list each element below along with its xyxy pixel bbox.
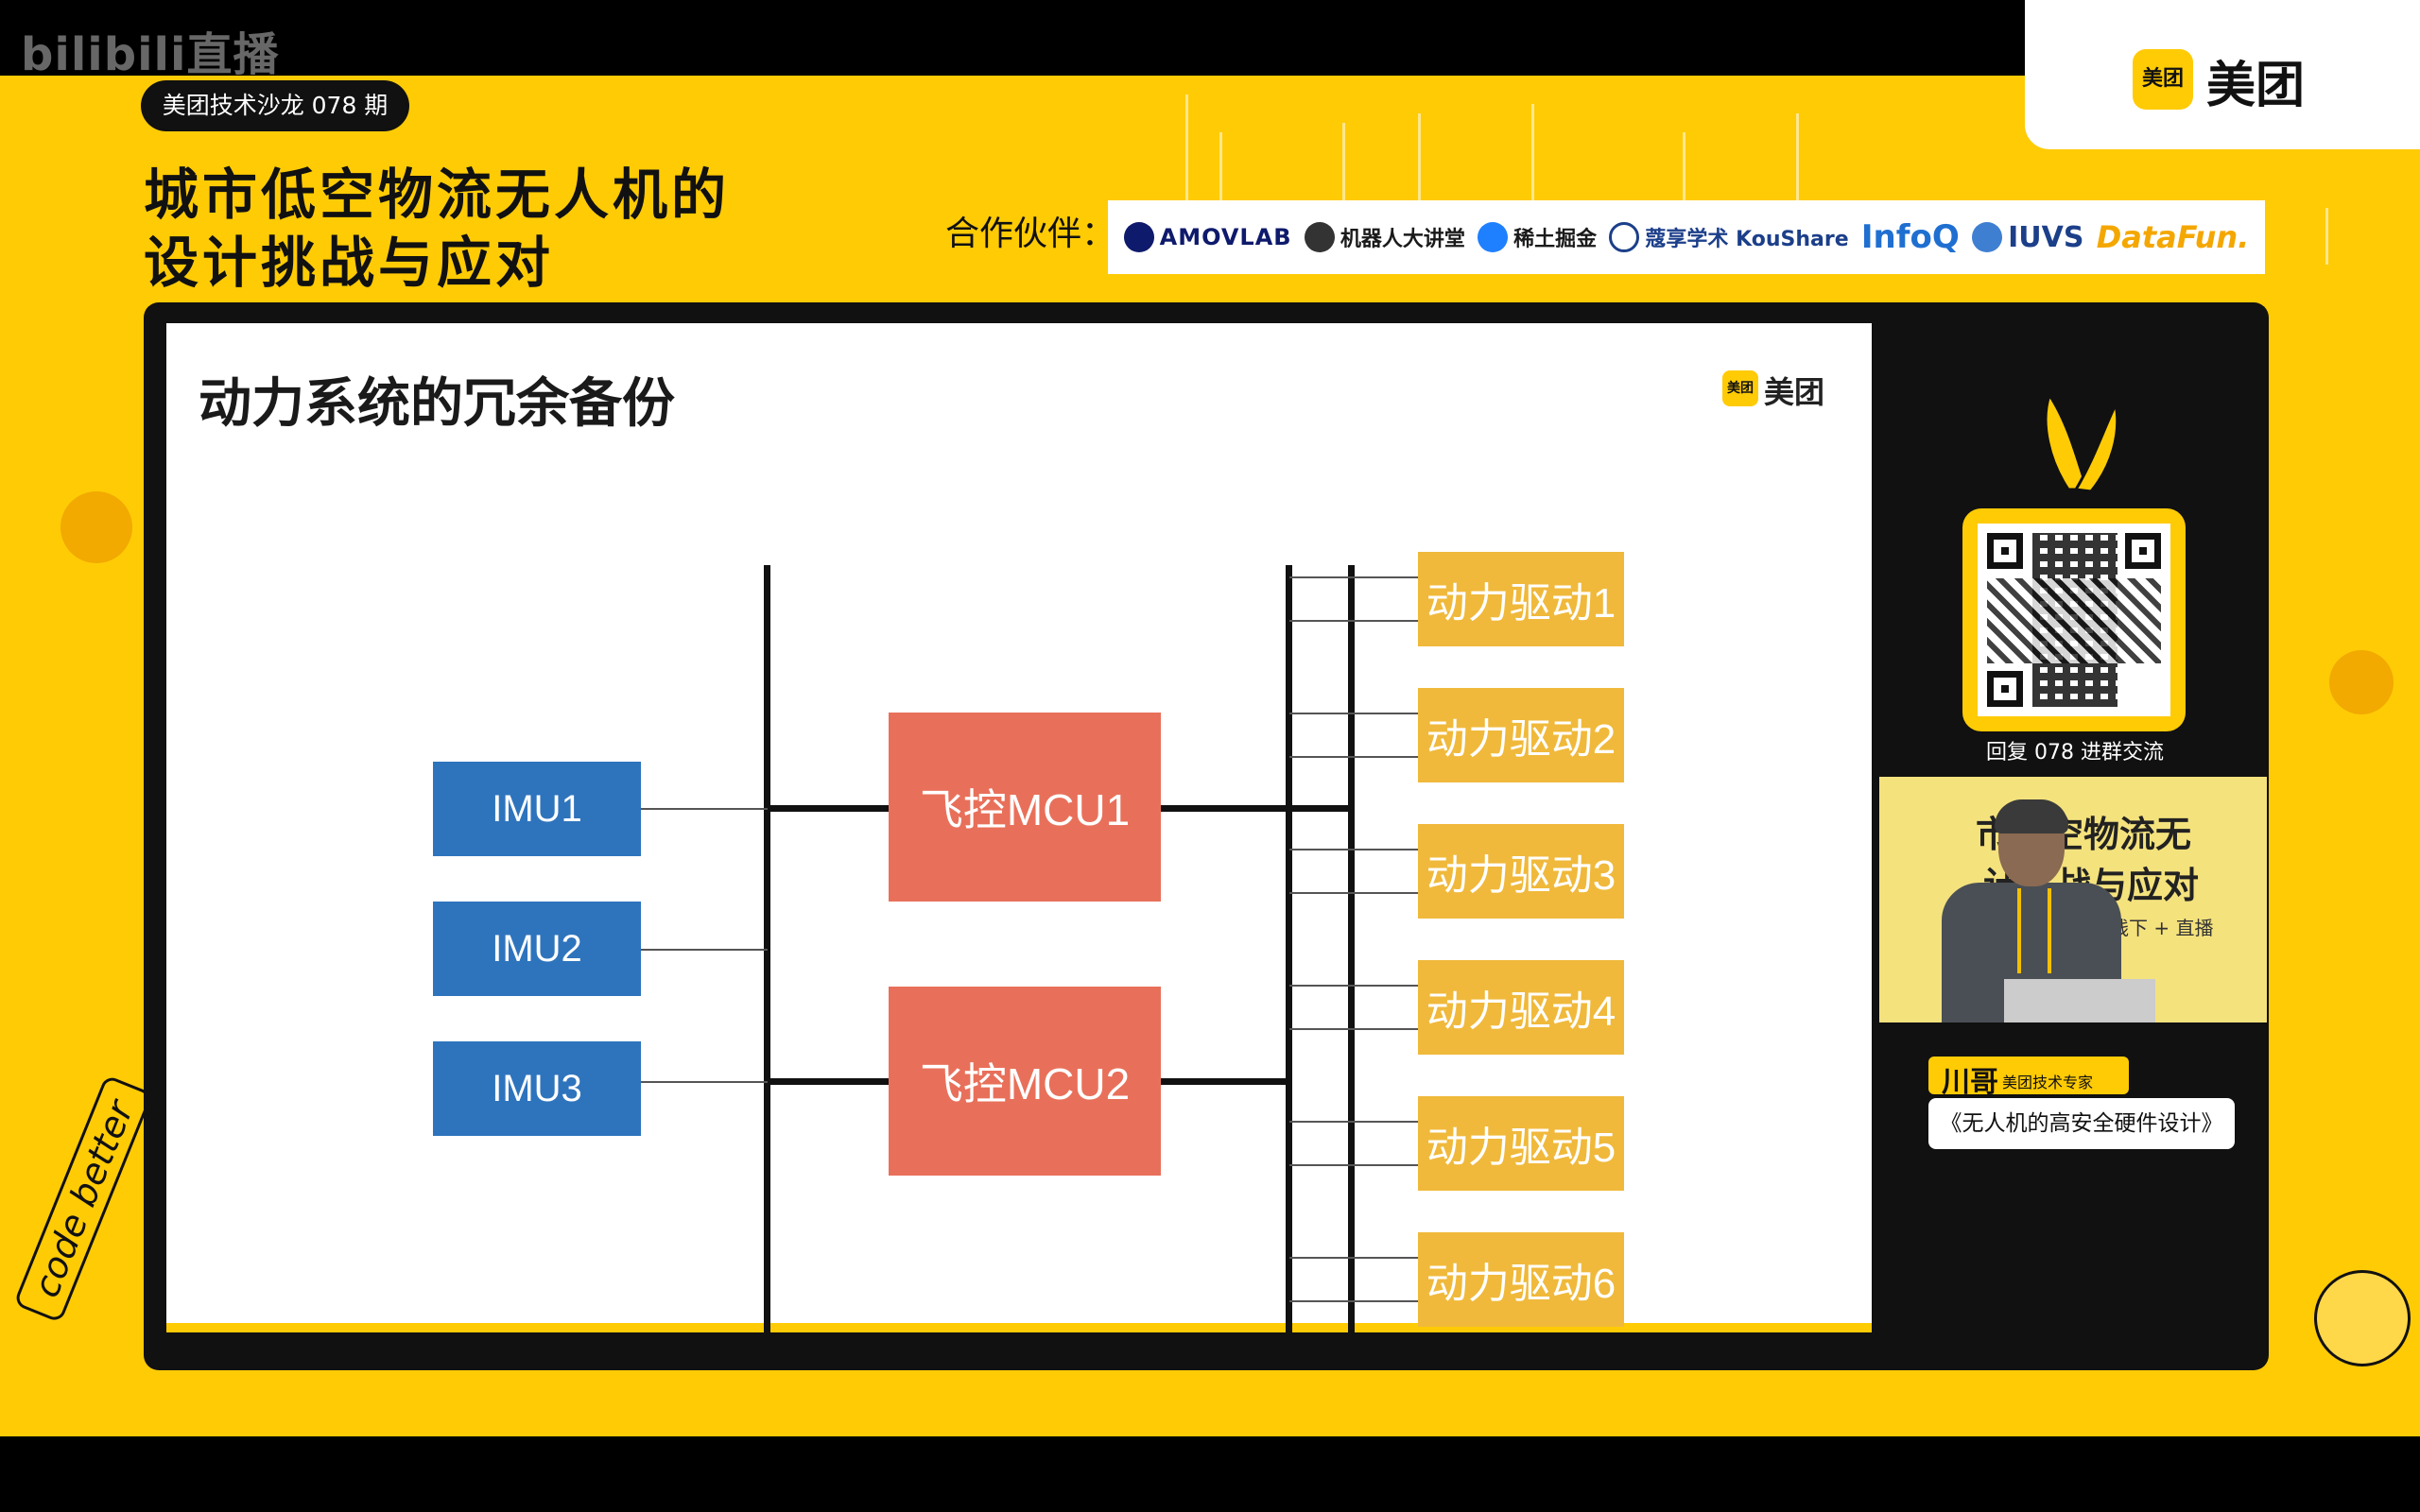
talk-title: 《无人机的高安全硬件设计》: [1928, 1098, 2235, 1149]
decor-line: [1683, 132, 1685, 246]
qr-caption: 回复 078 进群交流: [1986, 741, 2164, 765]
imu2-box: IMU2: [433, 902, 641, 996]
mascot-corner-icon: [2314, 1270, 2411, 1366]
imu1-link: [641, 808, 768, 810]
bilibili-live-watermark: bilibili直播: [21, 28, 280, 81]
event-title: 城市低空物流无人机的 设计挑战与应对: [144, 161, 730, 297]
bus-line-right-b: [1348, 565, 1355, 1334]
qr-finder-icon: [1987, 533, 2023, 569]
amovlab-icon: [1123, 222, 1154, 252]
speaker-role: 美团技术专家: [2002, 1074, 2094, 1091]
decor-line: [1342, 123, 1345, 246]
decor-orb: [2329, 650, 2394, 714]
bus-line-right-a: [1286, 565, 1292, 1334]
qr-code[interactable]: [1978, 524, 2170, 716]
juejin-icon: [1478, 222, 1509, 252]
decor-line: [1185, 94, 1188, 246]
drive-link: [1289, 1300, 1418, 1302]
meituan-logo-icon: 美团: [2133, 49, 2193, 110]
mcu2-right-link: [1161, 1078, 1289, 1085]
partner-juejin: 稀土掘金: [1478, 222, 1597, 252]
decor-orb: [60, 491, 132, 563]
imu3-box: IMU3: [433, 1041, 641, 1136]
drive-link: [1289, 756, 1418, 758]
partner-iuvs: IUVS: [1972, 221, 2083, 254]
mcu1-right-link: [1161, 805, 1354, 812]
drive-link: [1289, 985, 1418, 987]
koushare-icon: [1609, 222, 1640, 252]
partner-koushare: 蔻享学术 KouShare: [1609, 222, 1849, 252]
globe-icon: [1972, 222, 2003, 252]
partner-datafun: DataFun.: [2096, 219, 2250, 255]
flight-mcu1-box: 飞控MCU1: [889, 713, 1161, 902]
imu3-link: [641, 1081, 768, 1083]
drive-link: [1289, 1028, 1418, 1030]
partner-infoq: InfoQ: [1860, 218, 1960, 256]
decor-line: [1531, 104, 1534, 265]
slide-accent-bar: [166, 1323, 1872, 1332]
power-drive2-box: 动力驱动2: [1418, 688, 1624, 782]
partner-logo-strip: AMOVLAB 机器人大讲堂 稀土掘金 蔻享学术 KouShare InfoQ …: [1108, 200, 2265, 274]
event-title-line1: 城市低空物流无人机的: [144, 163, 731, 227]
mcu1-left-link: [768, 805, 890, 812]
speaker-name-tag: [1928, 1057, 2129, 1094]
meituan-brand-name: 美团: [2206, 58, 2306, 114]
power-drive4-box: 动力驱动4: [1418, 960, 1624, 1055]
qr-finder-icon: [2125, 533, 2161, 569]
speaker-hair: [1995, 799, 2068, 833]
brand-card: [2025, 0, 2420, 149]
slide-meituan-text: 美团: [1764, 374, 1825, 410]
partners-label: 合作伙伴：: [945, 215, 1116, 253]
partner-robot-lecture: 机器人大讲堂: [1304, 222, 1465, 252]
drive-link: [1289, 1257, 1418, 1259]
power-drive1-box: 动力驱动1: [1418, 552, 1624, 646]
imu1-box: IMU1: [433, 762, 641, 856]
imu2-link: [641, 949, 768, 951]
podium: [2004, 979, 2155, 1022]
partner-amovlab: AMOVLAB: [1123, 222, 1292, 252]
qr-pattern: [1987, 578, 2161, 663]
drive-link: [1289, 892, 1418, 894]
decor-line: [2325, 208, 2328, 265]
drive-link: [1289, 713, 1418, 714]
drive-link: [1289, 1164, 1418, 1166]
drive-link: [1289, 1121, 1418, 1123]
salon-episode-badge: 美团技术沙龙 078 期: [144, 83, 406, 129]
slide-title: 动力系统的冗余备份: [199, 373, 675, 435]
decor-line: [1796, 113, 1799, 255]
decor-line: [1418, 113, 1421, 265]
slide-meituan-icon: 美团: [1722, 370, 1758, 406]
decor-line: [1219, 132, 1222, 246]
drive-link: [1289, 849, 1418, 850]
mascot-ears-icon: [2044, 391, 2119, 493]
drive-link: [1289, 576, 1418, 578]
speaker-lanyard: [2017, 888, 2051, 973]
power-drive6-box: 动力驱动6: [1418, 1232, 1624, 1327]
bottom-bar: [0, 1436, 2420, 1512]
power-drive3-box: 动力驱动3: [1418, 824, 1624, 919]
top-bar: [0, 0, 2420, 76]
flight-mcu2-box: 飞控MCU2: [889, 987, 1161, 1176]
event-title-line2: 设计挑战与应对: [144, 231, 555, 295]
speaker-name: 川哥: [1942, 1066, 1998, 1099]
power-drive5-box: 动力驱动5: [1418, 1096, 1624, 1191]
qr-finder-icon: [1987, 671, 2023, 707]
drive-link: [1289, 620, 1418, 622]
mcu2-left-link: [768, 1078, 890, 1085]
robot-icon: [1304, 222, 1335, 252]
